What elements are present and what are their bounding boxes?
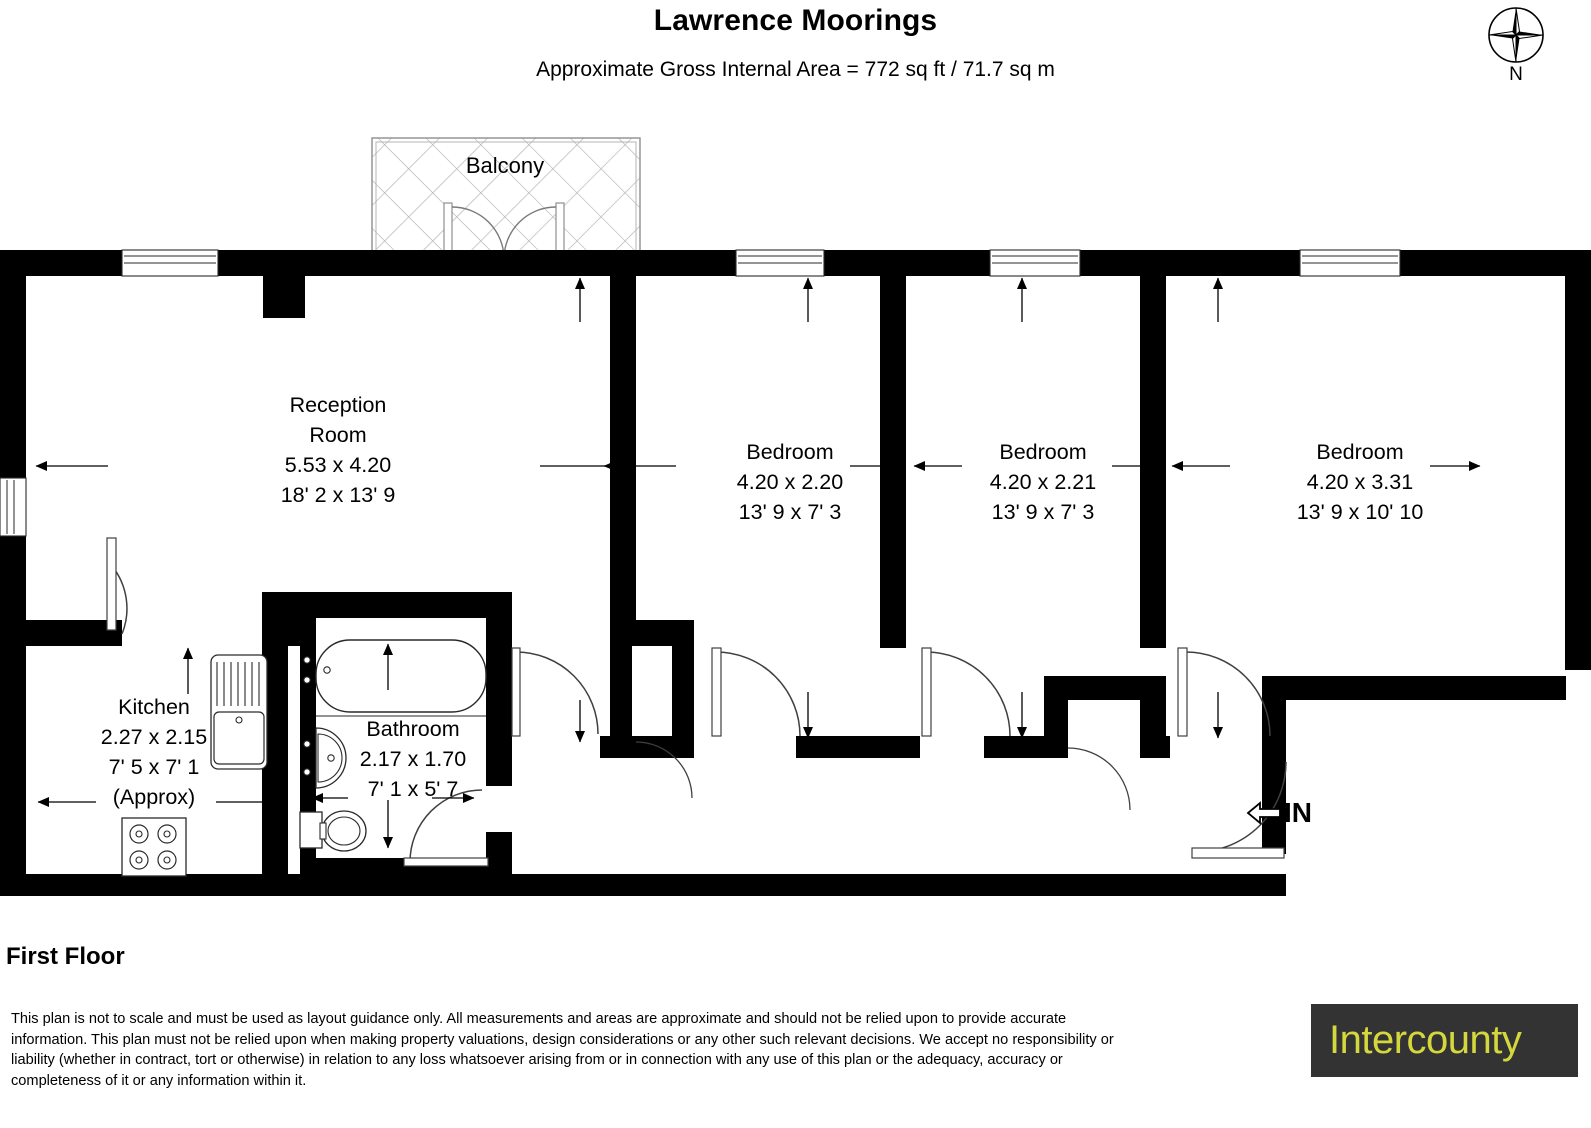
bathroom-name: Bathroom (366, 717, 460, 741)
bedroom-3-name: Bedroom (1316, 440, 1404, 464)
entrance-in-marker: IN (1246, 799, 1312, 827)
bedroom-2-name: Bedroom (999, 440, 1087, 464)
floor-caption: First Floor (6, 943, 125, 970)
bathroom-dim-imperial: 7' 1 x 5' 7 (367, 777, 459, 801)
kitchen-approx-note: (Approx) (112, 785, 196, 809)
gross-internal-area-note: Approximate Gross Internal Area = 772 sq… (536, 58, 1055, 81)
room-label-bedroom-2: Bedroom 4.20 x 2.21 13' 9 x 7' 3 (918, 437, 1168, 527)
door-group (106, 537, 1287, 867)
reception-room-name-line2: Room (309, 423, 367, 447)
bedroom-3-dim-imperial: 13' 9 x 10' 10 (1296, 500, 1424, 524)
room-label-kitchen: Kitchen 2.27 x 2.15 7' 5 x 7' 1 (Approx) (29, 692, 279, 812)
bathtub-icon (315, 639, 487, 713)
kitchen-dim-metric: 2.27 x 2.15 (100, 725, 208, 749)
brand-logo: Intercounty (1311, 1004, 1578, 1077)
floor-plan-drawing (0, 137, 1591, 896)
reception-room-name-line1: Reception (289, 393, 387, 417)
bathroom-dim-metric: 2.17 x 1.70 (359, 747, 467, 771)
bedroom-3-dim-metric: 4.20 x 3.31 (1306, 470, 1414, 494)
bedroom-1-name: Bedroom (746, 440, 834, 464)
hob-icon (121, 817, 187, 877)
bedroom-2-dim-metric: 4.20 x 2.21 (989, 470, 1097, 494)
balcony-label: Balcony (465, 153, 545, 178)
arrow-left-icon (1246, 801, 1281, 825)
compass-rose-icon: N (1478, 4, 1554, 98)
room-label-bathroom: Bathroom 2.17 x 1.70 7' 1 x 5' 7 (288, 714, 538, 804)
wall-structure (0, 250, 1591, 896)
reception-room-dim-imperial: 18' 2 x 13' 9 (280, 483, 396, 507)
room-label-bedroom-1: Bedroom 4.20 x 2.20 13' 9 x 7' 3 (665, 437, 915, 527)
brand-name: Intercounty (1329, 1018, 1522, 1062)
bathroom-fixtures (299, 639, 487, 852)
reception-room-dim-metric: 5.53 x 4.20 (284, 453, 392, 477)
room-label-bedroom-3: Bedroom 4.20 x 3.31 13' 9 x 10' 10 (1235, 437, 1485, 527)
disclaimer-text: This plan is not to scale and must be us… (11, 1011, 1114, 1089)
room-label-reception-room: Reception Room 5.53 x 4.20 18' 2 x 13' 9 (213, 390, 463, 510)
compass-north-label: N (1509, 64, 1523, 85)
bedroom-2-dim-imperial: 13' 9 x 7' 3 (991, 500, 1095, 524)
kitchen-name: Kitchen (118, 695, 190, 719)
kitchen-fixtures (121, 654, 268, 877)
balcony-area (371, 137, 641, 260)
page-title: Lawrence Moorings (653, 4, 938, 37)
bedroom-1-dim-imperial: 13' 9 x 7' 3 (738, 500, 842, 524)
kitchen-dim-imperial: 7' 5 x 7' 1 (108, 755, 200, 779)
entrance-in-label: IN (1284, 797, 1312, 828)
window-group (0, 249, 1401, 537)
dimension-arrows (35, 277, 1481, 859)
compass-rose-graphic (1488, 7, 1544, 63)
bedroom-1-dim-metric: 4.20 x 2.20 (736, 470, 844, 494)
